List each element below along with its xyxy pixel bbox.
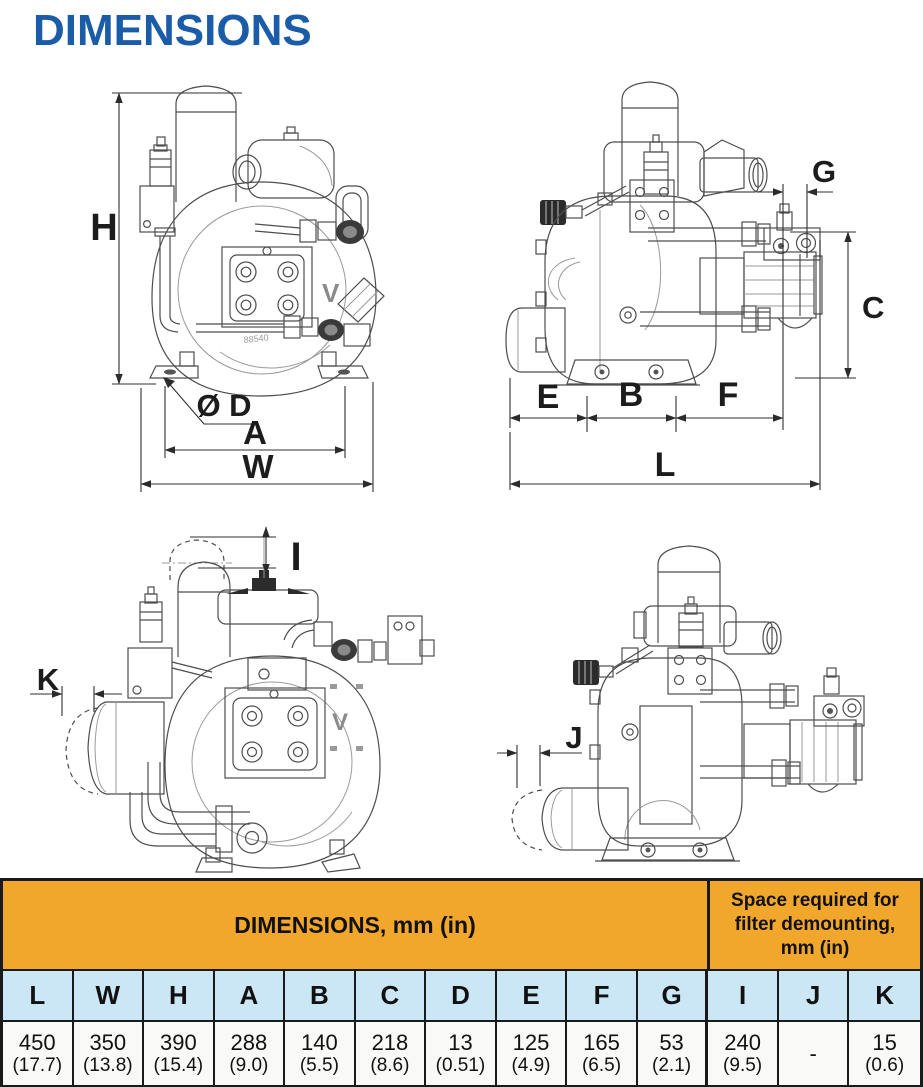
table-value-B: 140(5.5)	[285, 1022, 356, 1085]
front-view-dimensions-2: I K	[30, 526, 302, 795]
dim-label-b: B	[619, 376, 644, 414]
table-col-header-E: E	[497, 971, 568, 1020]
dim-label-a: A	[243, 414, 267, 451]
dim-label-i: I	[290, 535, 301, 579]
table-col-header-F: F	[567, 971, 638, 1020]
table-value-W: 350(13.8)	[74, 1022, 145, 1085]
dim-label-dia-d: Ø D	[196, 388, 251, 423]
side-view-bottom-drawing: J	[497, 545, 865, 862]
table-header-space: Space required for filter demounting, mm…	[731, 890, 899, 959]
table-col-header-C: C	[356, 971, 427, 1020]
table-col-header-I: I	[708, 971, 779, 1020]
table-col-header-H: H	[144, 971, 215, 1020]
side-view-machine	[505, 81, 823, 386]
table-value-J: -	[779, 1022, 850, 1085]
table-col-header-L: L	[3, 971, 74, 1020]
table-header-dimensions: DIMENSIONS, mm (in)	[3, 881, 710, 969]
dim-label-k: K	[37, 662, 60, 697]
v-logo-mark: V	[322, 278, 340, 308]
dim-label-w: W	[242, 448, 274, 485]
table-value-A: 288(9.0)	[215, 1022, 286, 1085]
table-col-header-W: W	[74, 971, 145, 1020]
table-col-header-A: A	[215, 971, 286, 1020]
dim-label-j: J	[565, 720, 582, 755]
table-value-K: 15(0.6)	[865, 1029, 905, 1077]
front-view-bottom-drawing: V I K	[30, 526, 435, 873]
table-col-header-K: K	[875, 980, 895, 1010]
dim-label-f: F	[718, 376, 739, 414]
table-value-F: 165(6.5)	[567, 1022, 638, 1085]
side-view-top-drawing: G C E B F L	[505, 81, 884, 490]
dim-label-g: G	[812, 154, 836, 189]
dim-label-c: C	[862, 290, 884, 325]
dimensions-table: DIMENSIONS, mm (in) Space required for f…	[0, 878, 923, 1087]
side-view-dimensions-2: J	[497, 720, 629, 851]
table-values-row: 450(17.7)350(13.8)390(15.4)288(9.0)140(5…	[3, 1022, 920, 1085]
table-col-header-J: J	[779, 971, 850, 1020]
table-value-G: 53(2.1)	[638, 1022, 709, 1085]
front-view-machine: V 88540	[139, 85, 385, 397]
page-title: DIMENSIONS	[33, 6, 312, 55]
table-value-C: 218(8.6)	[356, 1022, 427, 1085]
table-value-E: 125(4.9)	[497, 1022, 568, 1085]
part-number-mark: 88540	[243, 332, 269, 345]
v-logo-mark-2: V	[332, 709, 348, 736]
table-value-D: 13(0.51)	[426, 1022, 497, 1085]
table-value-H: 390(15.4)	[144, 1022, 215, 1085]
table-value-I: 240(9.5)	[708, 1022, 779, 1085]
table-header-row: DIMENSIONS, mm (in) Space required for f…	[3, 881, 920, 971]
dim-label-e: E	[537, 378, 560, 416]
table-col-header-G: G	[638, 971, 709, 1020]
dim-label-h: H	[90, 207, 117, 249]
front-view-top-drawing: V 88540 H	[90, 85, 385, 492]
side-view-dimensions: G C E B F L	[509, 154, 884, 490]
table-col-header-B: B	[285, 971, 356, 1020]
front-view-machine-2: V	[127, 537, 435, 873]
front-view-dimensions: H Ø D A W	[90, 92, 374, 492]
table-value-L: 450(17.7)	[3, 1022, 74, 1085]
side-view-machine-2	[573, 545, 865, 862]
table-col-header-D: D	[426, 971, 497, 1020]
dim-label-l: L	[655, 446, 676, 484]
